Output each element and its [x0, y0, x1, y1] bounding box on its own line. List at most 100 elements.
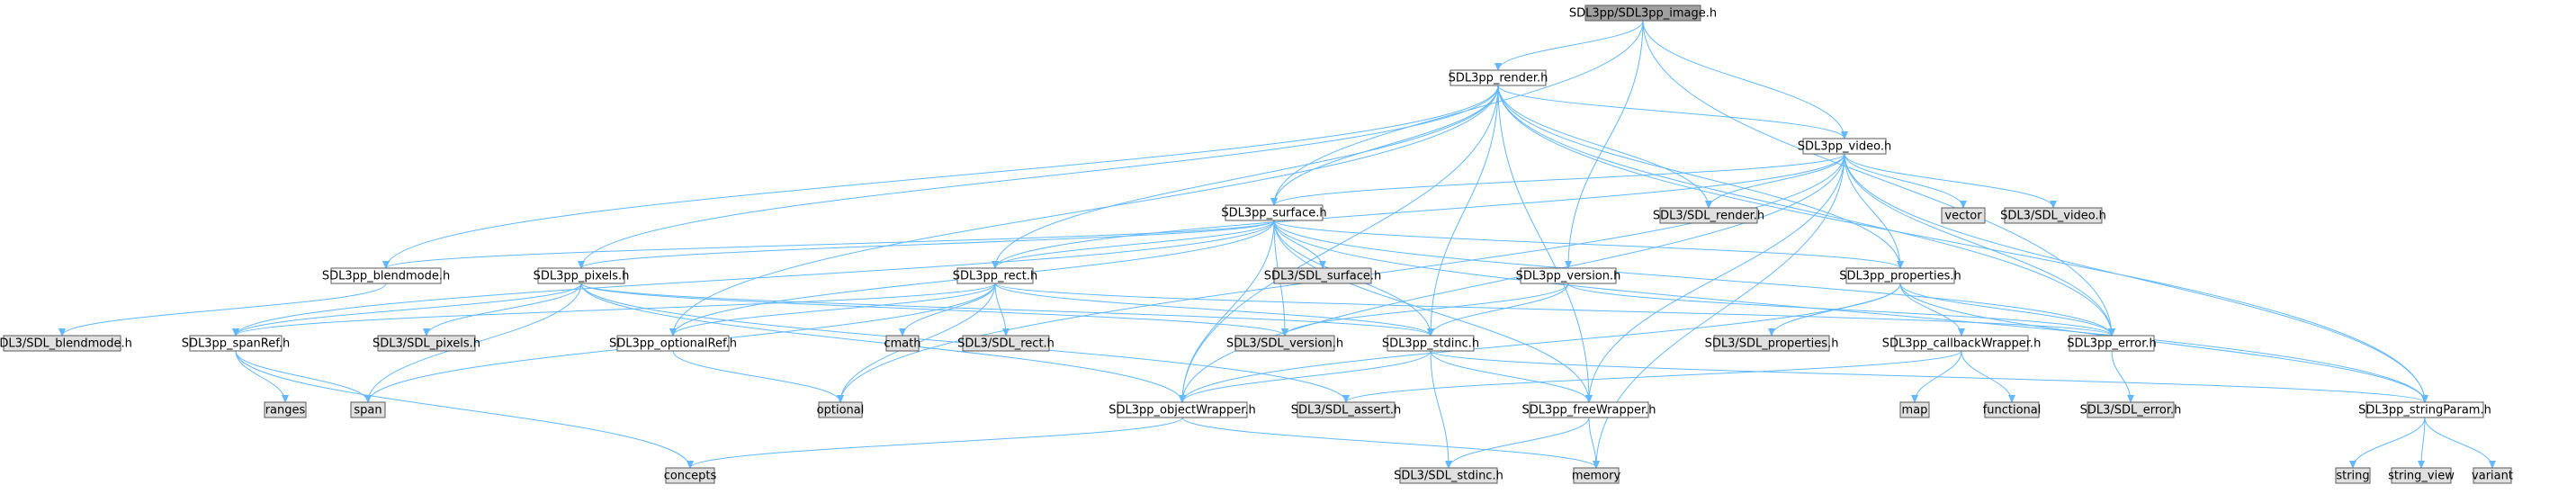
edge-freewrapper-to-sdlstdinc	[1445, 417, 1590, 469]
edge-video-to-sdlvideo	[1844, 153, 2057, 209]
edge-rect-to-error	[994, 283, 2115, 337]
edge-callback-to-map	[1911, 350, 1962, 403]
edge-surface-to-sdlsurface	[1273, 220, 1326, 269]
edge-surface-to-objwrapper	[1179, 220, 1275, 403]
node-label-surface: SDL3pp_surface.h	[1221, 207, 1326, 220]
edge-spanref-to-span	[235, 350, 372, 403]
node-box-concepts	[665, 467, 715, 484]
edge-render-to-surface	[1270, 85, 1499, 206]
edge-image-to-versionh	[1565, 20, 1644, 269]
edges-layer	[58, 20, 2496, 469]
edge-stdinc-to-freewrapper	[1430, 350, 1593, 403]
node-label-sdlrender: SDL3/SDL_render.h	[1653, 210, 1764, 223]
node-label-sdlblendmode: SDL3/SDL_blendmode.h	[0, 337, 132, 351]
node-box-sdlassert	[1297, 401, 1396, 418]
edge-video-to-vector	[1844, 153, 1967, 209]
node-video[interactable]: SDL3pp_video.h	[1798, 138, 1891, 155]
edge-render-to-blendmode	[382, 85, 1499, 269]
node-label-error: SDL3pp_error.h	[2067, 337, 2156, 351]
edge-video-to-memory	[1593, 153, 1845, 469]
edge-properties-to-error	[1899, 283, 2115, 337]
node-error[interactable]: SDL3pp_error.h	[2067, 335, 2157, 352]
node-label-versionh: SDL3pp_version.h	[1516, 270, 1621, 283]
node-box-sdlversion	[1234, 335, 1335, 352]
node-label-map: map	[1902, 404, 1928, 418]
node-surface[interactable]: SDL3pp_surface.h	[1221, 204, 1327, 221]
edge-rect-to-optionalref	[669, 283, 996, 337]
node-cmath: cmath	[884, 335, 921, 352]
node-box-vector	[1941, 207, 1986, 224]
edge-video-to-freewrapper	[1585, 153, 1845, 403]
node-box-stringparam	[2365, 401, 2484, 418]
node-box-spanref	[189, 335, 283, 352]
node-label-blendmode: SDL3pp_blendmode.h	[322, 270, 450, 283]
edge-rect-to-stdinc	[994, 283, 1434, 337]
edge-video-to-sdlrender	[1705, 153, 1845, 209]
node-memory: memory	[1572, 467, 1620, 484]
node-box-rect	[956, 267, 1034, 284]
node-box-sdlproperties	[1713, 335, 1830, 352]
edge-error-to-sdlerror	[2111, 350, 2134, 403]
node-label-objwrapper: SDL3pp_objectWrapper.h	[1108, 404, 1255, 418]
node-label-sdlerror: SDL3/SDL_error.h	[2080, 404, 2182, 418]
node-span: span	[350, 401, 386, 418]
edge-video-to-error	[1844, 153, 2115, 337]
node-label-optionalref: SDL3pp_optionalRef.h	[609, 337, 737, 351]
edge-pixels-to-spanref	[232, 283, 582, 337]
node-pixels[interactable]: SDL3pp_pixels.h	[534, 267, 630, 284]
edge-video-to-properties	[1844, 153, 1904, 269]
node-label-span: span	[354, 404, 381, 418]
node-box-sdlstdinc	[1399, 467, 1498, 484]
node-render[interactable]: SDL3pp_render.h	[1449, 69, 1548, 86]
node-label-properties: SDL3pp_properties.h	[1839, 270, 1961, 283]
node-sdlassert: SDL3/SDL_assert.h	[1291, 401, 1401, 418]
node-blendmode[interactable]: SDL3pp_blendmode.h	[322, 267, 450, 284]
node-box-error	[2069, 335, 2155, 352]
edge-rect-to-sdlrect	[994, 283, 1010, 337]
node-box-stdinc	[1387, 335, 1475, 352]
edge-stringparam-to-string	[2349, 417, 2426, 469]
node-box-cmath	[885, 335, 920, 352]
node-versionh[interactable]: SDL3pp_version.h	[1516, 267, 1621, 284]
node-label-functional: functional	[1983, 404, 2042, 418]
node-label-spanref: SDL3pp_spanRef.h	[182, 337, 290, 351]
node-sdlpixels: SDL3/SDL_pixels.h	[372, 335, 480, 352]
node-optionalref[interactable]: SDL3pp_optionalRef.h	[609, 335, 737, 352]
node-box-span	[350, 401, 386, 418]
node-stdinc[interactable]: SDL3pp_stdinc.h	[1382, 335, 1479, 352]
edge-callback-to-functional	[1961, 350, 2015, 403]
node-label-variant: variant	[2472, 470, 2513, 483]
node-box-properties	[1845, 267, 1955, 284]
node-label-sdlrect: SDL3/SDL_rect.h	[957, 337, 1055, 351]
node-box-sdlerror	[2087, 401, 2175, 418]
node-stringparam[interactable]: SDL3pp_stringParam.h	[2358, 401, 2491, 418]
edge-render-to-optionalref	[669, 85, 1499, 337]
node-box-blendmode	[330, 267, 442, 284]
edge-video-to-stringparam	[1844, 153, 2428, 403]
node-box-video	[1802, 138, 1887, 155]
edge-properties-to-stringparam	[1899, 283, 2428, 403]
node-vector: vector	[1941, 207, 1986, 224]
node-rect[interactable]: SDL3pp_rect.h	[953, 267, 1037, 284]
edge-render-to-stringparam	[1497, 85, 2428, 403]
node-box-ranges	[264, 401, 307, 418]
node-properties[interactable]: SDL3pp_properties.h	[1839, 267, 1961, 284]
edge-callback-to-sdlassert	[1342, 350, 1962, 403]
node-image[interactable]: SDL3pp/SDL3pp_image.h	[1569, 4, 1717, 22]
node-box-string	[2335, 467, 2371, 484]
node-callback[interactable]: SDL3pp_callbackWrapper.h	[1882, 335, 2042, 352]
node-objwrapper[interactable]: SDL3pp_objectWrapper.h	[1108, 401, 1256, 418]
node-box-variant	[2473, 467, 2512, 484]
node-sdlvideo: SDL3/SDL_video.h	[2000, 207, 2106, 224]
node-sdlproperties: SDL3/SDL_properties.h	[1705, 335, 1838, 352]
edge-properties-to-callback	[1899, 283, 1965, 337]
node-label-ranges: ranges	[265, 404, 306, 418]
node-freewrapper[interactable]: SDL3pp_freeWrapper.h	[1521, 401, 1656, 418]
node-label-sdlsurface: SDL3/SDL_surface.h	[1264, 270, 1382, 283]
edge-stdinc-to-objwrapper	[1179, 350, 1432, 403]
node-label-stringparam: SDL3pp_stringParam.h	[2358, 404, 2491, 418]
node-spanref[interactable]: SDL3pp_spanRef.h	[182, 335, 290, 352]
edge-spanref-to-concepts	[235, 350, 694, 469]
node-label-sdlassert: SDL3/SDL_assert.h	[1291, 404, 1401, 418]
